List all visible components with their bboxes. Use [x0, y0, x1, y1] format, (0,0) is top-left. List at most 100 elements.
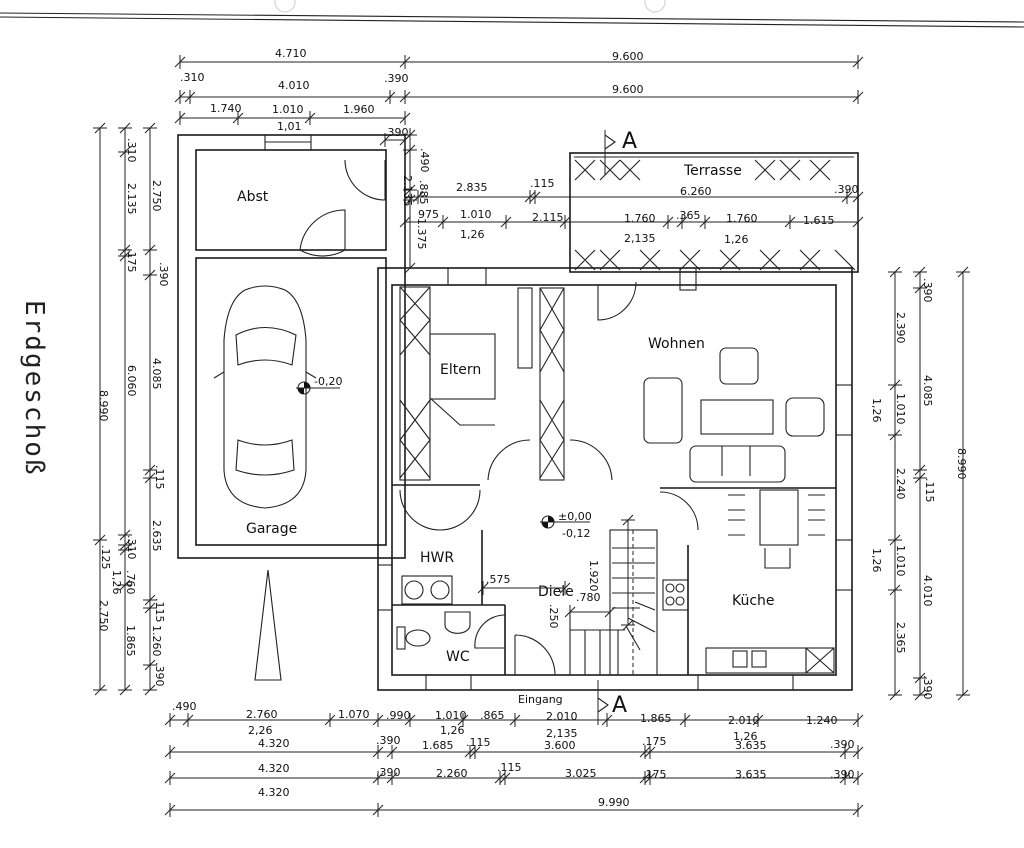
plan-title: Erdgeschoß	[19, 300, 49, 477]
dimension-tick	[437, 215, 449, 229]
dimension-label-bottom1: .490	[172, 700, 197, 713]
dimension-label-bottom2: .390	[376, 734, 401, 747]
room-label-hwr: HWR	[420, 550, 454, 566]
dimension-label-right-mid: .115	[923, 478, 936, 503]
dimension-label-bottom3: 2.260	[436, 767, 468, 780]
dimension-tick	[852, 745, 864, 759]
dimension-tick	[384, 90, 396, 104]
dimension-label-bottom1: .865	[480, 709, 505, 722]
dimension-label-connector: .885	[417, 180, 430, 205]
dimension-tick	[93, 122, 107, 134]
dimension-tick	[839, 771, 851, 785]
dimension-label-right-inner: 1,26	[870, 398, 883, 423]
driveway-arrow	[254, 569, 282, 681]
section-marker-top	[604, 130, 616, 175]
dimension-tick	[913, 282, 927, 294]
dimension-label-top3: .390	[384, 126, 409, 139]
dimension-tick	[699, 215, 711, 229]
dimension-label-terrace2: 1.010	[460, 208, 492, 221]
dimension-label-right-mid: 4.010	[921, 575, 934, 607]
dimension-label-top2: 4.010	[278, 79, 310, 92]
dimension-label-bottom1: .990	[386, 709, 411, 722]
dimension-tick	[888, 429, 902, 441]
dimension-tick	[174, 90, 186, 104]
dimension-label-bottom3: .390	[830, 768, 855, 781]
dimension-tick	[379, 133, 391, 147]
dimension-label-bottom2: .390	[830, 738, 855, 751]
dimension-tick	[604, 605, 616, 619]
dimension-tick	[839, 745, 851, 759]
dimension-label-connector: .490	[418, 148, 431, 173]
dimension-label-left-mid: 6.060	[125, 365, 138, 397]
sheet-border-line	[0, 12, 1024, 23]
dimension-tick	[118, 122, 132, 134]
dimension-tick	[477, 581, 489, 595]
section-marker-bottom	[597, 680, 609, 725]
dimension-label-interior: .575	[486, 573, 511, 586]
level-mark-diele	[540, 515, 590, 529]
dimension-tick	[529, 190, 541, 204]
dimension-label-left-inner: .115	[153, 598, 166, 623]
dimension-tick	[143, 122, 157, 134]
car-symbol	[213, 285, 317, 509]
dimension-label-bottom1: 2,26	[248, 724, 273, 737]
dimension-tick	[913, 464, 927, 476]
dimension-label-right-mid: .390	[921, 675, 934, 700]
dimension-label-right-inner: 1.010	[894, 545, 907, 577]
dimension-label-right-inner: 2.365	[894, 622, 907, 654]
dimension-tick	[852, 90, 864, 104]
dimension-tick	[852, 771, 864, 785]
dimension-label-right-inner: 2.240	[894, 468, 907, 500]
dimension-tick	[913, 266, 927, 278]
dimension-tick	[621, 619, 635, 631]
dimension-tick	[752, 713, 764, 727]
dimension-tick	[404, 713, 416, 727]
dimension-label-connector: 2.135	[401, 175, 414, 207]
dimension-tick	[913, 689, 927, 701]
dimension-tick	[118, 244, 132, 256]
dimension-tick	[888, 266, 902, 278]
dimension-label-left-outer: 2.750	[97, 600, 110, 632]
sheet-border-line	[0, 16, 1024, 28]
dimension-label-left-inner: .115	[153, 465, 166, 490]
dimension-label-terrace2: .365	[676, 209, 701, 222]
dimension-label-bottom4: 4.320	[258, 786, 290, 799]
dimension-label-bottom3: .390	[376, 766, 401, 779]
dimension-tick	[143, 684, 157, 696]
dimension-label-terrace2: 1.615	[803, 214, 835, 227]
dimension-tick	[399, 55, 411, 69]
dimension-tick	[956, 689, 970, 701]
level-garage: -0,20	[314, 375, 342, 388]
dimension-tick	[601, 713, 613, 727]
dimension-tick	[118, 529, 132, 541]
dimension-label-left-inner: .390	[157, 262, 170, 287]
dimension-tick	[304, 111, 316, 125]
room-label-abst: Abst	[237, 189, 269, 205]
dimension-tick	[143, 464, 157, 476]
dimension-label-terrace2: 975	[418, 208, 439, 221]
dimension-label-terrace1: .115	[530, 177, 555, 190]
dimension-tick	[679, 713, 691, 727]
dimension-tick	[118, 146, 132, 158]
dimension-label-left-mid: .310	[125, 535, 138, 560]
dimension-label-connector: 1.375	[415, 218, 428, 250]
dimension-label-top2: 9.600	[612, 83, 644, 96]
dimension-tick	[182, 713, 194, 727]
dimension-label-bottom1: 2.760	[246, 708, 278, 721]
dimension-tick	[164, 803, 176, 817]
dimension-label-bottom2: .175	[642, 735, 667, 748]
dimension-tick	[559, 581, 571, 595]
dimension-label-left-mid: 2.135	[125, 183, 138, 215]
room-label-wc: WC	[446, 649, 470, 665]
section-label-top: A	[622, 129, 637, 154]
dimension-tick	[232, 111, 244, 125]
dimension-tick	[372, 745, 384, 759]
dimension-tick	[662, 215, 674, 229]
dimension-label-left-inner: 4.085	[150, 358, 163, 390]
dimension-tick	[118, 250, 132, 262]
entrance-label: Eingang	[518, 693, 563, 706]
room-label-terrasse: Terrasse	[683, 163, 742, 179]
dimension-tick	[403, 129, 417, 141]
dimension-label-left-inner: .390	[153, 662, 166, 687]
dimension-label-top3: 1.010	[272, 103, 304, 116]
